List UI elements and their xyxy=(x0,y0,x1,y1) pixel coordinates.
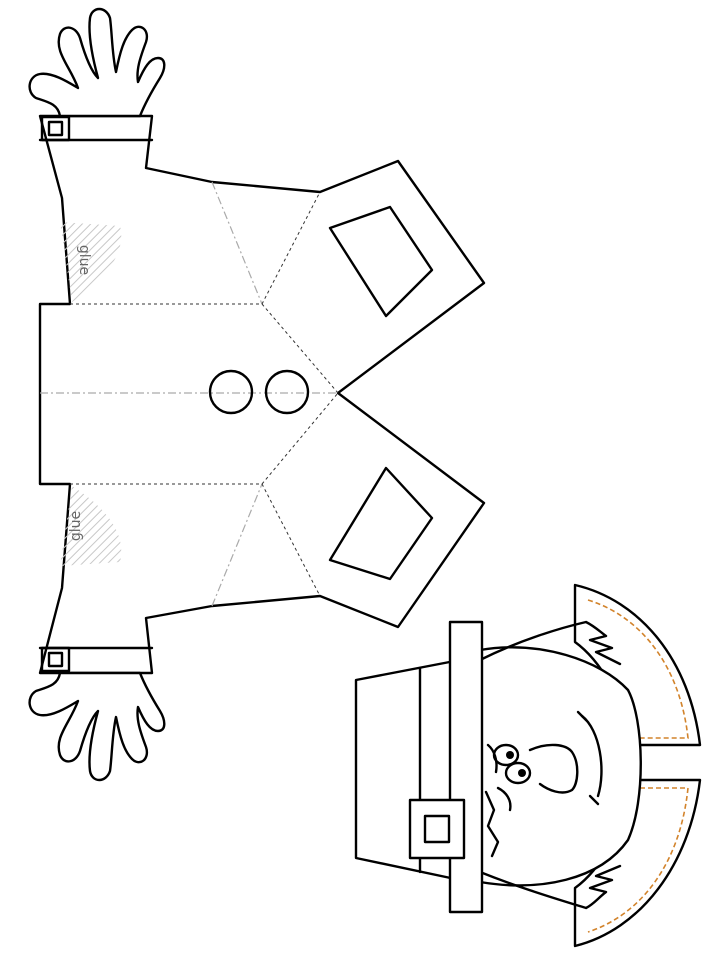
pupil-left xyxy=(506,751,514,759)
hat-buckle-inner xyxy=(423,814,451,844)
hat-buckle-icon xyxy=(408,798,466,860)
hair-bottom xyxy=(478,864,622,910)
fold-line-lower-diag xyxy=(211,483,263,607)
hair-top xyxy=(478,620,622,666)
beard-fan-top xyxy=(573,583,702,747)
collar-window-top xyxy=(328,205,434,318)
pupil-right xyxy=(518,769,526,777)
hand-top xyxy=(28,7,166,118)
coat-outline xyxy=(38,114,486,675)
coat-button-icon xyxy=(264,369,310,415)
glue-label-bottom: glue xyxy=(68,511,84,541)
beard-stitch-bottom xyxy=(587,787,689,933)
glue-area-bottom xyxy=(60,486,122,566)
hand-icon xyxy=(28,7,166,118)
sideburn xyxy=(484,790,500,858)
pilgrim-hat xyxy=(354,620,484,914)
hand-bottom xyxy=(28,671,166,782)
mouth-corner-top xyxy=(576,710,588,722)
coat-button-icon xyxy=(208,369,254,415)
cuff-buckle-inner xyxy=(47,651,64,668)
cuff-buckle-icon xyxy=(40,646,71,673)
fold-line-upper-diag xyxy=(211,181,263,305)
nose xyxy=(528,743,579,794)
coat-body: glue glue xyxy=(38,114,486,675)
brow-left xyxy=(486,743,498,774)
fold-line-lower-neck xyxy=(261,392,339,485)
mouth-corner-bottom xyxy=(588,794,600,806)
mouth xyxy=(580,714,603,798)
face xyxy=(478,646,642,887)
hand-icon xyxy=(28,671,166,782)
hat-brim xyxy=(448,620,484,914)
beard-stitch-top xyxy=(587,599,689,739)
pilgrim-head xyxy=(478,583,702,948)
cuff-buckle-icon xyxy=(40,115,71,142)
fold-line-upper-neck xyxy=(261,303,339,394)
collar-window-bottom xyxy=(328,466,434,581)
brow-right xyxy=(496,786,512,812)
glue-area-top xyxy=(60,222,122,302)
cuff-buckle-inner xyxy=(47,120,64,137)
glue-label-top: glue xyxy=(76,245,92,275)
